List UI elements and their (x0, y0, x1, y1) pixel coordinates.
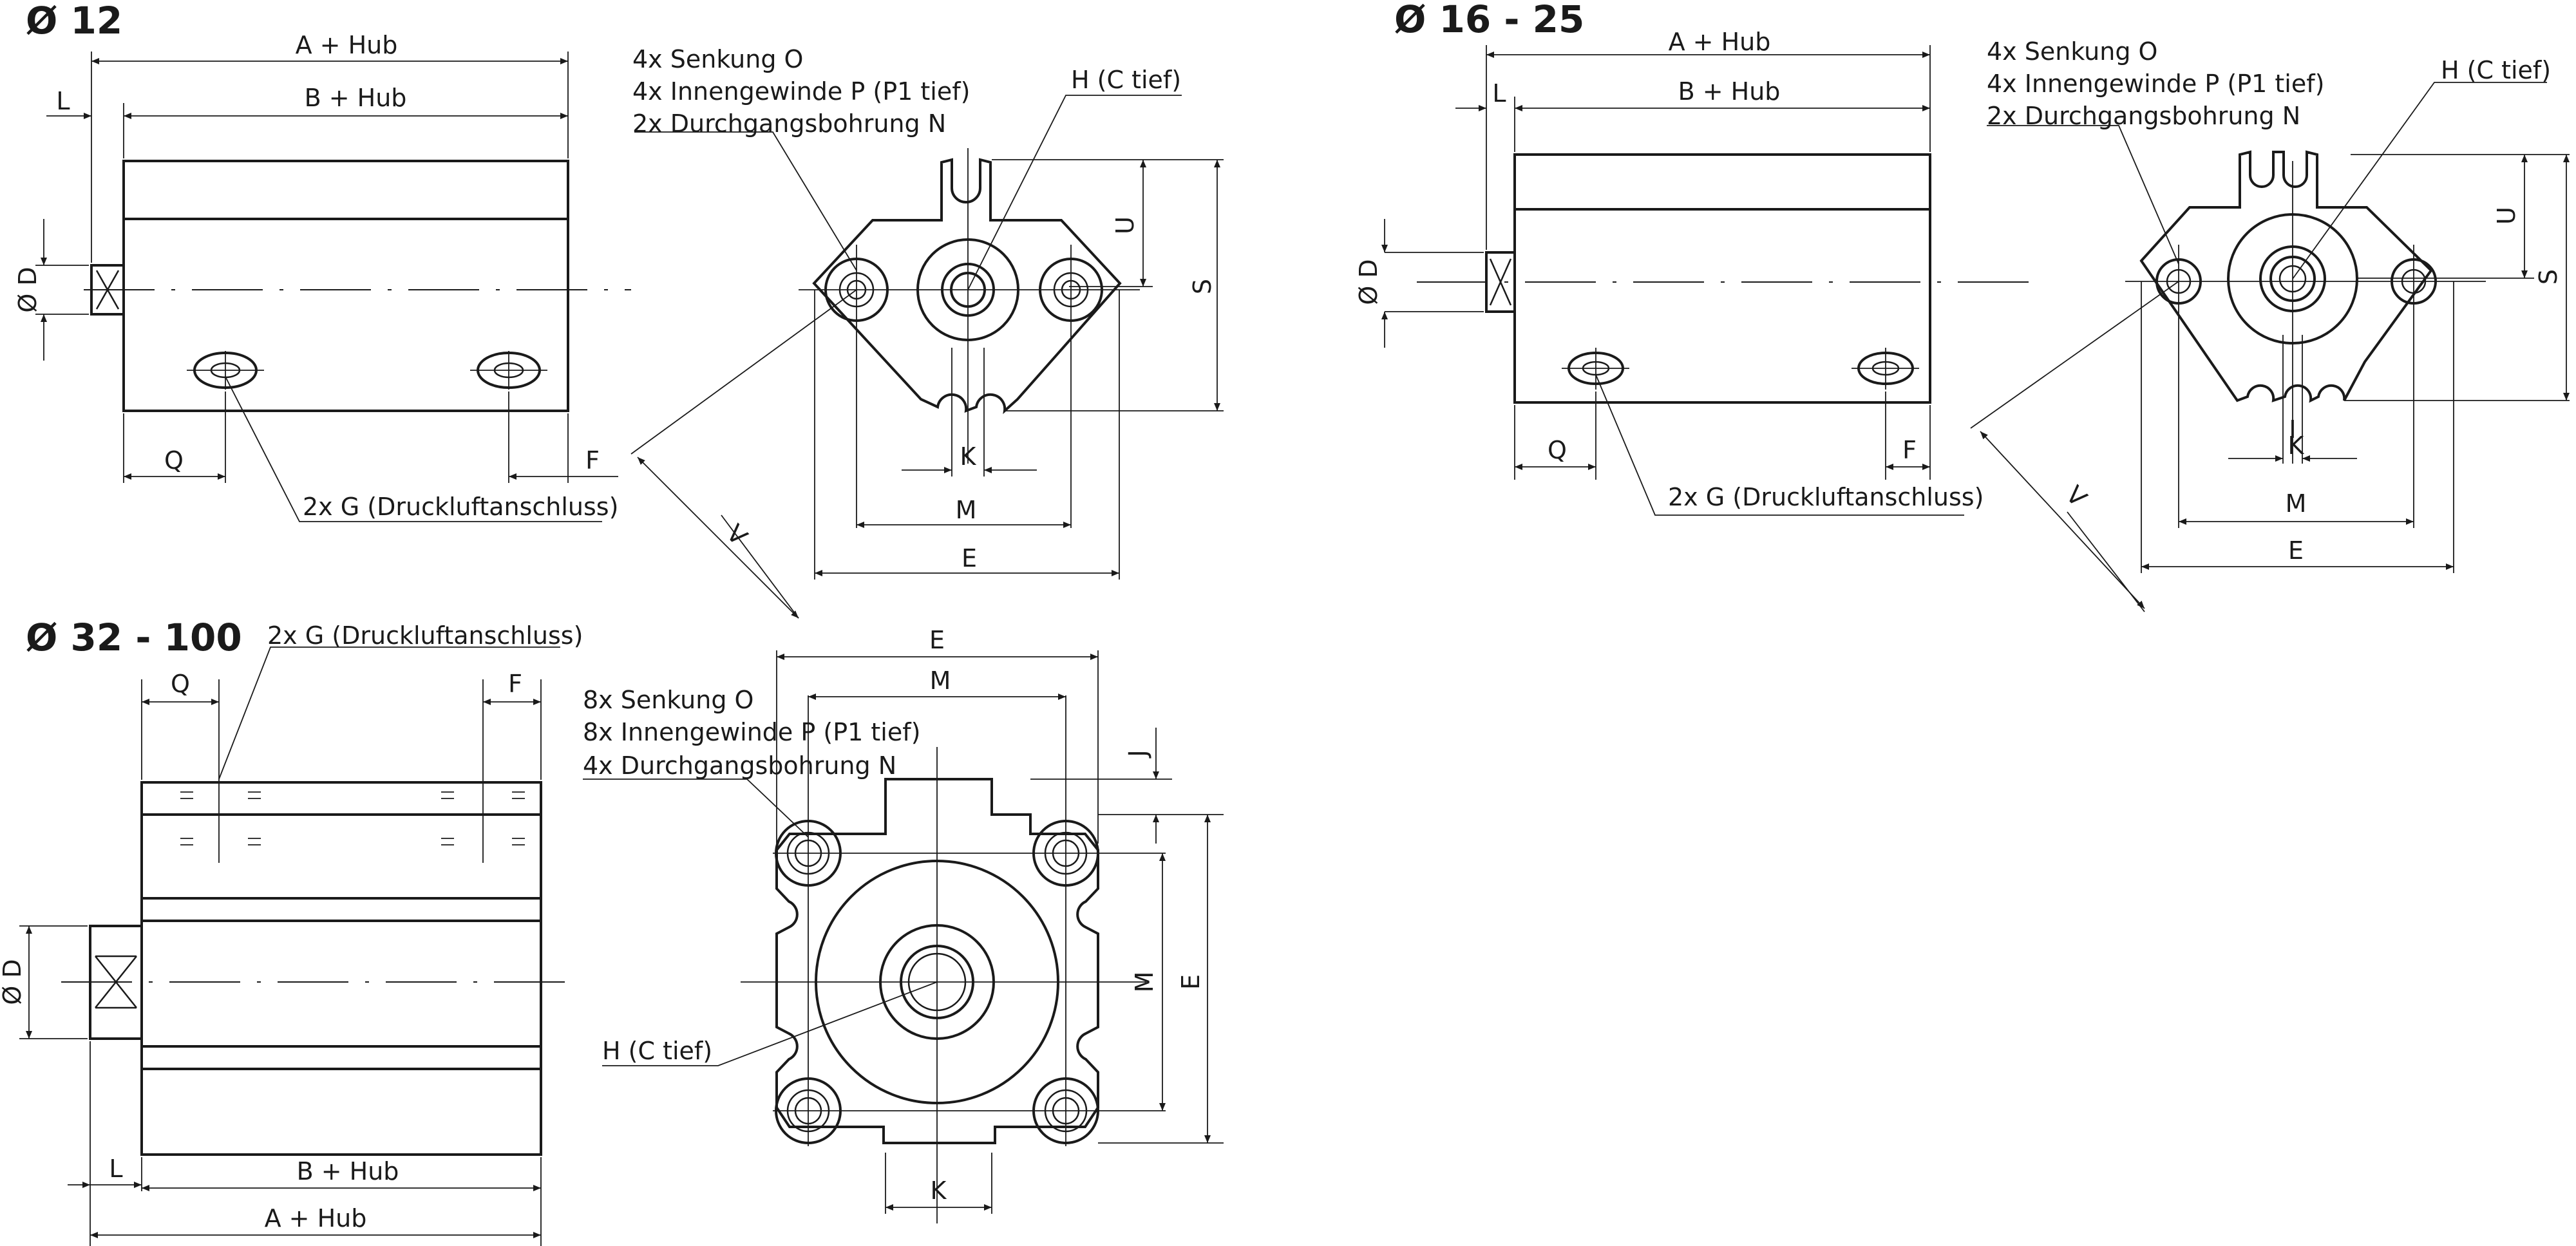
dim-a-hub: A + Hub (1669, 28, 1771, 56)
label-ports: 2x G (Druckluftanschluss) (303, 493, 618, 521)
label-durchgang-2: 2x Durchgangsbohrung N (1987, 102, 2300, 130)
label-innengewinde-4: 4x Innengewinde P (P1 tief) (632, 77, 970, 106)
dim-v: V (2060, 480, 2092, 512)
dim-m-side: M (1130, 972, 1159, 993)
label-durchgang-4: 4x Durchgangsbohrung N (583, 751, 896, 780)
dim-m-top: M (930, 666, 951, 695)
dim-b-hub: B + Hub (297, 1157, 399, 1185)
dim-a-hub: A + Hub (296, 31, 398, 59)
side-view-d12: A + Hub B + Hub L Ø D Q F 2x G (Druckluf… (14, 31, 631, 522)
label-innengewinde-8: 8x Innengewinde P (P1 tief) (583, 718, 920, 746)
dim-q: Q (164, 446, 184, 475)
dim-l: L (56, 87, 70, 115)
dim-k: K (960, 442, 977, 471)
dim-f: F (585, 446, 600, 475)
side-view-d16-25: A + Hub B + Hub L Ø D Q F 2x G (Druckluf… (1354, 28, 2035, 516)
dim-u: U (2492, 207, 2521, 225)
label-senkung-4: 4x Senkung O (632, 45, 803, 73)
label-durchgang-2: 2x Durchgangsbohrung N (632, 109, 946, 138)
dim-j: J (1124, 750, 1152, 758)
cylinder-body (122, 160, 569, 412)
front-flange (812, 158, 1122, 415)
section-title-d12: Ø 12 (26, 0, 122, 42)
side-view-d32-100: Q F 2x G (Druckluftanschluss) Ø D L B + … (0, 621, 583, 1246)
label-h: H (C tief) (1071, 66, 1181, 94)
label-h: H (C tief) (602, 1037, 712, 1065)
dim-l: L (1492, 79, 1506, 108)
label-innengewinde-4: 4x Innengewinde P (P1 tief) (1987, 70, 2324, 98)
dim-b-hub: B + Hub (1678, 77, 1781, 106)
section-title-d32-100: Ø 32 - 100 (26, 616, 242, 659)
section-d12: Ø 12 (14, 0, 1224, 619)
label-senkung-4: 4x Senkung O (1987, 37, 2157, 66)
front-view-d32-100: E M J M E K 8x Senkung O 8x Innengewinde… (583, 626, 1224, 1223)
label-ports: 2x G (Druckluftanschluss) (267, 621, 583, 650)
label-h: H (C tief) (2441, 56, 2551, 84)
port-marks (180, 791, 525, 845)
dim-m: M (2286, 489, 2307, 518)
dim-b-hub: B + Hub (305, 84, 407, 112)
label-senkung-8: 8x Senkung O (583, 686, 753, 714)
section-d16-25: Ø 16 - 25 A + Hub (1354, 0, 2570, 612)
dim-a-hub: A + Hub (265, 1204, 367, 1232)
dim-e-side: E (1177, 974, 1205, 990)
dim-l: L (109, 1155, 122, 1183)
dim-m: M (956, 496, 977, 524)
dim-u: U (1111, 216, 1139, 234)
label-ports: 2x G (Druckluftanschluss) (1668, 483, 1984, 511)
dim-f: F (508, 670, 522, 698)
dim-e-top: E (929, 626, 945, 654)
dim-e: E (2288, 536, 2304, 565)
dim-i: I (2289, 415, 2296, 444)
front-view-d16-25: U S I K M E V 4x Senkung O 4x Innengewin… (1970, 37, 2570, 612)
section-d32-100: Ø 32 - 100 (0, 616, 1224, 1246)
cylinder-body (140, 781, 542, 1156)
front-flange (2139, 150, 2433, 403)
dim-s: S (1188, 279, 1217, 294)
dim-s: S (2534, 269, 2562, 285)
cylinder-body (1513, 153, 1931, 404)
front-flange (775, 778, 1099, 1144)
dim-q: Q (1548, 436, 1567, 464)
dim-d: Ø D (1354, 259, 1383, 305)
front-view-d12: U S K M E V 4x Senkung O 4x Innengewinde… (630, 45, 1224, 619)
dim-f: F (1902, 436, 1917, 464)
dim-k: K (2288, 431, 2305, 460)
section-title-d16-25: Ø 16 - 25 (1394, 0, 1584, 41)
dim-d: Ø D (0, 959, 26, 1005)
dim-d: Ø D (14, 267, 42, 312)
dim-e: E (961, 544, 977, 572)
dim-k: K (931, 1176, 947, 1205)
dim-q: Q (171, 670, 190, 698)
